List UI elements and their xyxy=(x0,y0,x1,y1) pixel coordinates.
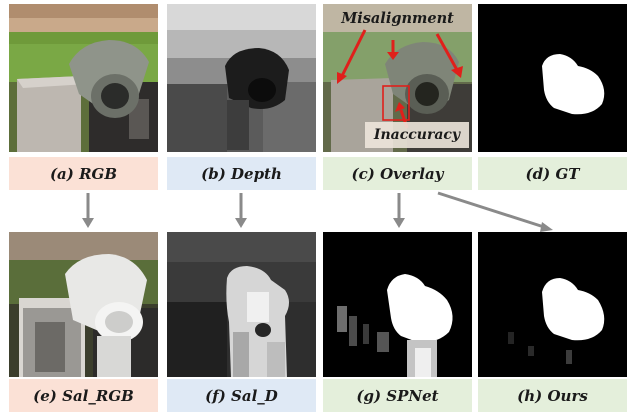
depth-image xyxy=(167,4,316,152)
sal-d-image xyxy=(167,232,316,377)
sal-rgb-image xyxy=(9,232,158,377)
label-sal-d: (f) Sal_D xyxy=(167,379,316,412)
label-depth: (b) Depth xyxy=(167,157,316,190)
overlay-image: Misalignment Inaccuracy xyxy=(323,4,472,152)
annotation-misalignment: Misalignment xyxy=(341,10,454,27)
spnet-image xyxy=(323,232,472,377)
arrow-overlay-to-ours xyxy=(437,191,553,232)
label-gt: (d) GT xyxy=(478,157,627,190)
ours-image xyxy=(478,232,627,377)
label-rgb: (a) RGB xyxy=(9,157,158,190)
annotation-inaccuracy: Inaccuracy xyxy=(373,127,461,143)
rgb-image xyxy=(9,4,158,152)
label-ours: (h) Ours xyxy=(478,379,627,412)
arrow-depth-to-sald xyxy=(235,193,247,228)
label-spnet: (g) SPNet xyxy=(323,379,472,412)
gt-image xyxy=(478,4,627,152)
arrow-overlay-to-spnet xyxy=(393,193,405,228)
label-sal-rgb: (e) Sal_RGB xyxy=(9,379,158,412)
label-overlay: (c) Overlay xyxy=(323,157,472,190)
arrow-rgb-to-salrgb xyxy=(82,193,94,228)
